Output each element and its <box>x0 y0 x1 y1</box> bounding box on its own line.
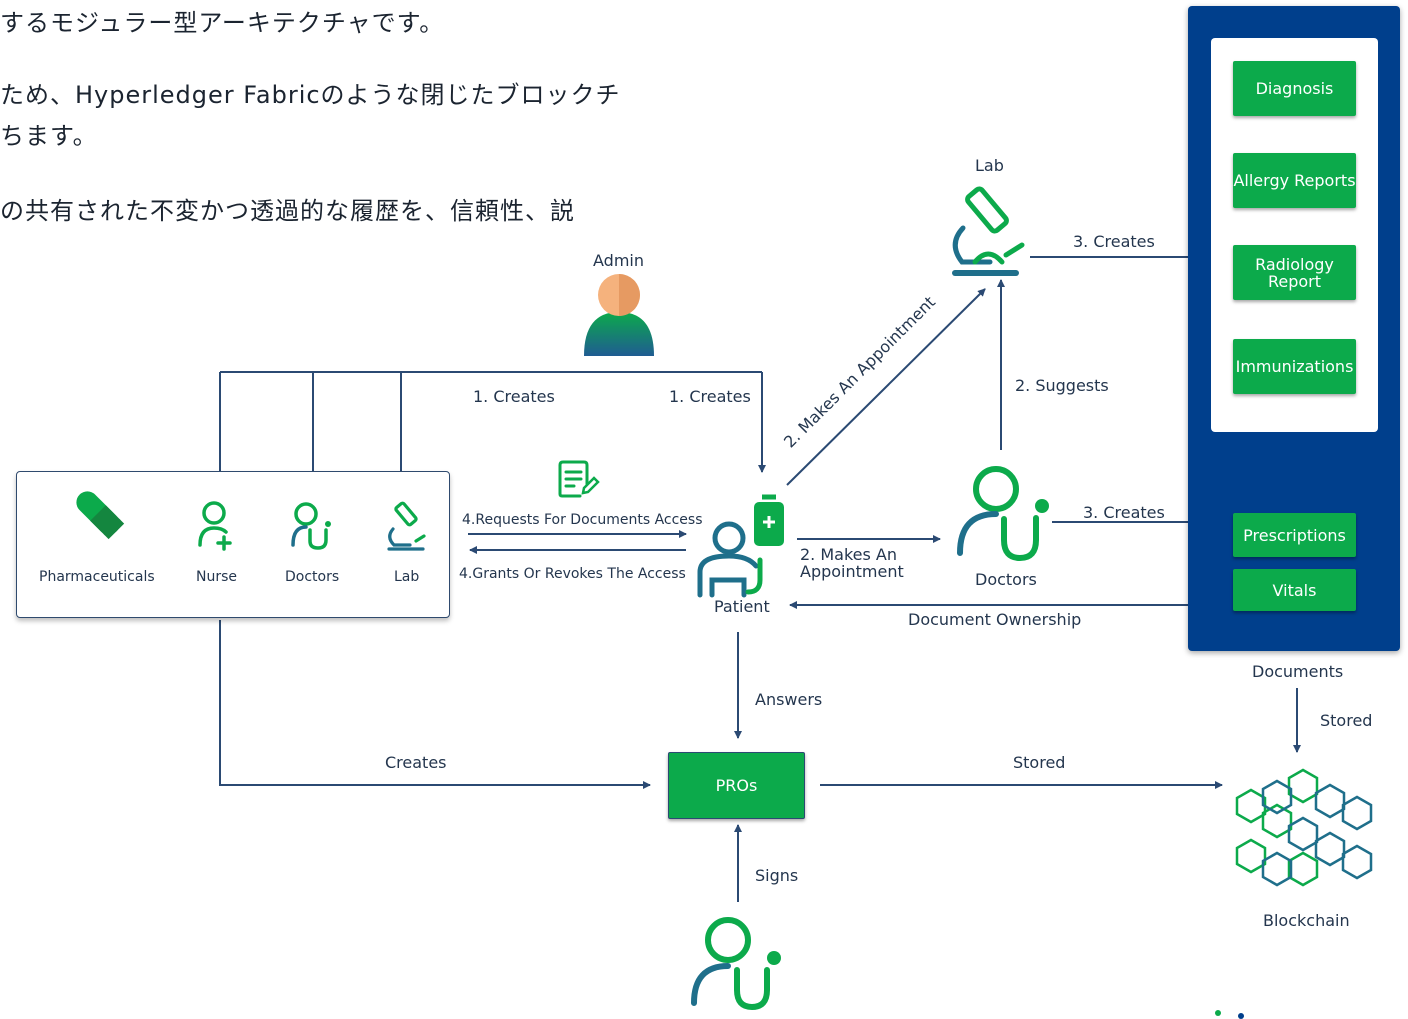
arrow-creates-pros <box>219 620 651 789</box>
role-pharmaceuticals: Pharmaceuticals <box>39 569 155 585</box>
doc-prescriptions: Prescriptions <box>1233 513 1356 557</box>
edge-label-creates-doctors: 3. Creates <box>1083 503 1165 522</box>
pros-box: PROs <box>668 752 805 819</box>
edge-label-document-ownership: Document Ownership <box>908 610 1082 629</box>
edge-label-suggests: 2. Suggests <box>1015 376 1109 395</box>
edge-label-makes-appointment-doc-2: Appointment <box>800 562 904 581</box>
blockchain-label: Blockchain <box>1263 911 1350 930</box>
microscope-small-icon <box>387 501 426 551</box>
patient-label: Patient <box>714 597 770 616</box>
intro-line-3: ちます。 <box>0 122 98 150</box>
doc-diagnosis: Diagnosis <box>1233 61 1356 116</box>
edge-label-stored-documents: Stored <box>1320 711 1373 730</box>
role-doctors: Doctors <box>285 569 340 585</box>
arrow-patient-to-lab <box>786 288 986 486</box>
doc-immunizations: Immunizations <box>1233 339 1356 394</box>
lab-top-label: Lab <box>975 156 1004 175</box>
edge-label-creates-1b: 1. Creates <box>669 387 751 406</box>
doc-radiology-report: Radiology Report <box>1233 245 1356 300</box>
doctor-small-icon <box>291 502 331 550</box>
documents-label: Documents <box>1252 662 1344 681</box>
doc-vitals: Vitals <box>1233 569 1356 611</box>
edge-label-grants-access: 4.Grants Or Revokes The Access <box>459 566 686 582</box>
edge-label-creates-1a: 1. Creates <box>473 387 555 406</box>
doc-allergy-reports: Allergy Reports <box>1233 153 1356 208</box>
edge-label-signs: Signs <box>755 866 799 885</box>
intro-line-1: するモジュラー型アーキテクチャです。 <box>0 9 445 37</box>
edge-label-answers: Answers <box>755 690 823 709</box>
edge-label-stored-pros: Stored <box>1013 753 1066 772</box>
intro-line-2: ため、Hyperledger Fabricのような閉じたブロックチ <box>0 81 621 109</box>
intro-line-4: の共有された不変かつ透過的な履歴を、信頼性、説 <box>0 197 575 225</box>
doctors-right-label: Doctors <box>975 570 1037 589</box>
edge-label-creates-lab: 3. Creates <box>1073 232 1155 251</box>
edge-label-requests-access: 4.Requests For Documents Access <box>462 512 703 528</box>
edge-label-makes-appointment-doc-1: 2. Makes An <box>800 545 898 564</box>
role-lab: Lab <box>394 569 420 585</box>
role-nurse: Nurse <box>196 569 238 585</box>
pill-icon <box>76 491 125 540</box>
admin-label: Admin <box>593 251 644 270</box>
edge-label-creates-pros: Creates <box>385 753 447 772</box>
nurse-icon <box>198 501 232 551</box>
